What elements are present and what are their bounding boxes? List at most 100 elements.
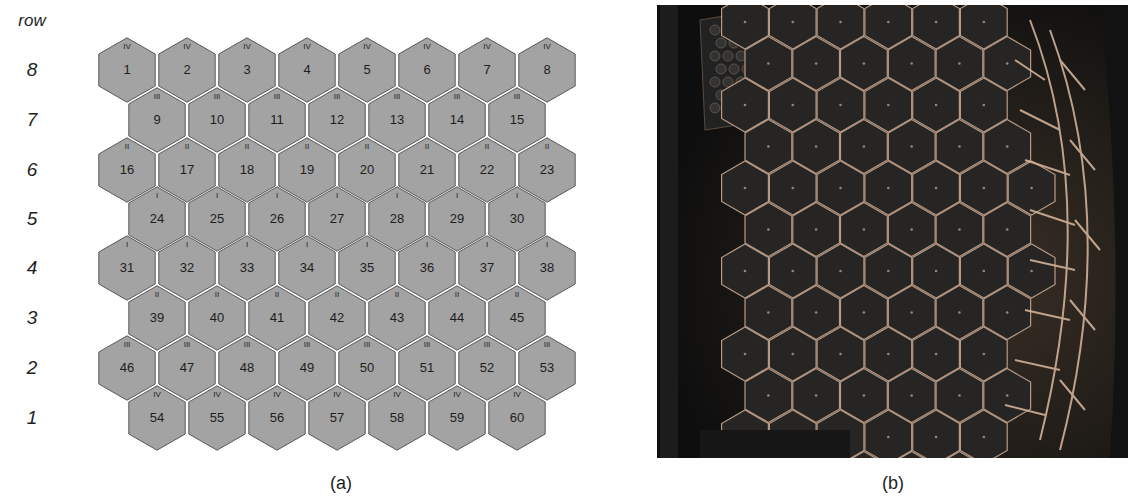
facet-center	[815, 394, 818, 397]
ring-numeral: III	[398, 340, 456, 349]
segment-number: 22	[458, 162, 516, 177]
facet-center	[935, 353, 938, 356]
ring-numeral: II	[158, 142, 216, 151]
facet-center	[983, 21, 986, 24]
row-number: 3	[27, 307, 38, 329]
ring-numeral: III	[518, 340, 576, 349]
segment-number: 15	[488, 112, 546, 127]
segment-number: 1	[98, 62, 156, 77]
segment-number: 46	[98, 360, 156, 375]
ring-numeral: I	[128, 191, 186, 200]
facet-center	[744, 270, 747, 273]
camera-pixel	[716, 64, 726, 74]
facet-center	[791, 21, 794, 24]
ring-numeral: I	[398, 240, 456, 249]
facet-center	[958, 394, 961, 397]
facet-center	[983, 104, 986, 107]
ring-numeral: IV	[338, 42, 396, 51]
segment-number: 29	[428, 211, 486, 226]
segment-number: 50	[338, 360, 396, 375]
segment-number: 59	[428, 410, 486, 425]
facet-center	[983, 436, 986, 439]
facet-center	[1006, 311, 1009, 314]
facet-center	[815, 228, 818, 231]
ring-numeral: II	[278, 142, 336, 151]
facet-center	[839, 270, 842, 273]
facet-center	[910, 394, 913, 397]
segment-number: 9	[128, 112, 186, 127]
ring-numeral: I	[338, 240, 396, 249]
camera-pixel	[710, 51, 720, 61]
segment-number: 47	[158, 360, 216, 375]
ring-numeral: I	[218, 240, 276, 249]
facet-center	[887, 436, 890, 439]
facet-center	[887, 104, 890, 107]
segment-number: 36	[398, 260, 456, 275]
frame-post	[660, 5, 678, 458]
ring-numeral: II	[338, 142, 396, 151]
segment-number: 37	[458, 260, 516, 275]
facet-center	[1030, 187, 1033, 190]
facet-center	[910, 228, 913, 231]
facet-center	[791, 353, 794, 356]
ring-numeral: III	[488, 92, 546, 101]
ring-numeral: I	[158, 240, 216, 249]
facet-center	[767, 394, 770, 397]
facet-center	[1006, 62, 1009, 65]
ring-numeral: III	[158, 340, 216, 349]
ring-numeral: I	[308, 191, 366, 200]
ring-numeral: II	[218, 142, 276, 151]
ring-numeral: II	[248, 290, 306, 299]
mirror-facet	[865, 410, 912, 458]
segment-number: 53	[518, 360, 576, 375]
mirror-hexagon: IV54	[128, 385, 186, 451]
ring-numeral: III	[188, 92, 246, 101]
facet-center	[935, 104, 938, 107]
segment-number: 11	[248, 112, 306, 127]
segment-number: 42	[308, 310, 366, 325]
row-number: 5	[27, 208, 38, 230]
row-number: 1	[27, 407, 38, 429]
facet-center	[1006, 145, 1009, 148]
mirror-supports	[1005, 20, 1100, 450]
segment-number: 3	[218, 62, 276, 77]
facet-center	[863, 311, 866, 314]
facet-center	[983, 187, 986, 190]
ring-numeral: II	[428, 290, 486, 299]
facet-center	[863, 228, 866, 231]
segment-number: 56	[248, 410, 306, 425]
facet-center	[887, 187, 890, 190]
facet-center	[983, 353, 986, 356]
ring-numeral: III	[308, 92, 366, 101]
ring-numeral: III	[218, 340, 276, 349]
segment-number: 34	[278, 260, 336, 275]
ring-numeral: III	[98, 340, 156, 349]
segment-number: 43	[368, 310, 426, 325]
facet-center	[887, 21, 890, 24]
ring-numeral: I	[248, 191, 306, 200]
facet-center	[744, 187, 747, 190]
facet-center	[910, 311, 913, 314]
camera-pixel	[729, 64, 739, 74]
camera-pixel	[710, 77, 720, 87]
photo-background	[657, 5, 1128, 458]
segment-number: 10	[188, 112, 246, 127]
photo-content	[657, 5, 1128, 458]
mirror-hexagon: IV56	[248, 385, 306, 451]
facet-center	[887, 353, 890, 356]
panel-caption: (b)	[882, 473, 904, 494]
facet-center	[958, 228, 961, 231]
segment-number: 26	[248, 211, 306, 226]
segment-number: 45	[488, 310, 546, 325]
segment-number: 54	[128, 410, 186, 425]
ring-numeral: IV	[158, 42, 216, 51]
facet-center	[815, 62, 818, 65]
camera-pixel	[710, 103, 720, 113]
row-number: 6	[27, 159, 38, 181]
facet-center	[767, 311, 770, 314]
facet-center	[1006, 228, 1009, 231]
segment-number: 57	[308, 410, 366, 425]
mirror-facet	[913, 410, 960, 458]
facet-center	[767, 62, 770, 65]
